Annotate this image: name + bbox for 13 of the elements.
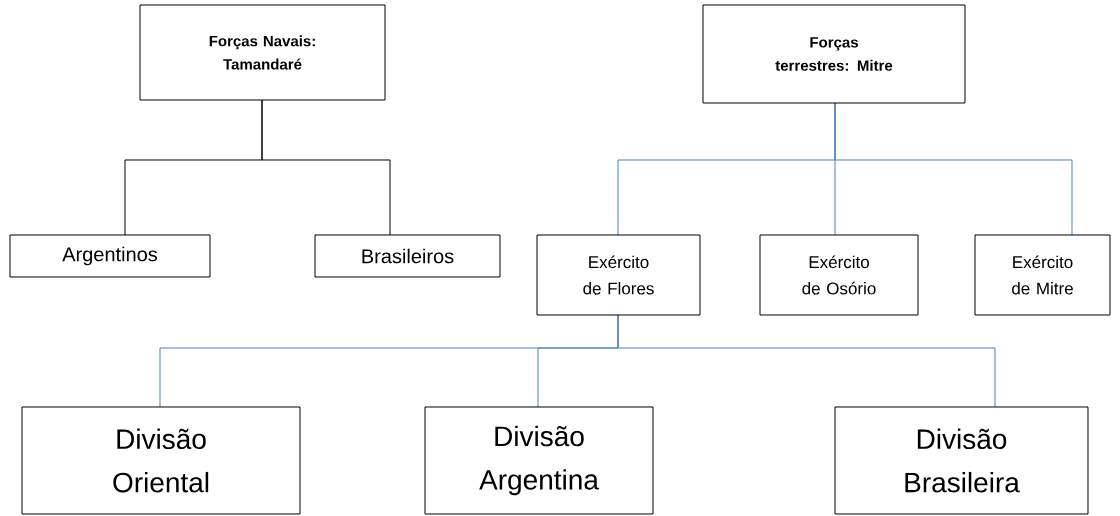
- org-box: Divisão Brasileira: [834, 406, 1089, 515]
- org-box: Exército de Flores: [536, 234, 701, 316]
- org-box: Forças terrestres: Mitre: [702, 4, 966, 104]
- org-box: Forças Navais: Tamandaré: [139, 4, 386, 101]
- connector-line: [617, 314, 996, 408]
- org-box: Exército de Osório: [759, 234, 919, 316]
- org-box: Argentinos: [9, 234, 211, 278]
- org-box: Exército de Mitre: [974, 234, 1111, 316]
- connector-line: [261, 99, 391, 236]
- connector-line: [834, 102, 1073, 236]
- org-box: Divisão Oriental: [21, 406, 301, 515]
- org-box: Brasileiros: [314, 234, 501, 278]
- org-box: Divisão Argentina: [424, 406, 654, 515]
